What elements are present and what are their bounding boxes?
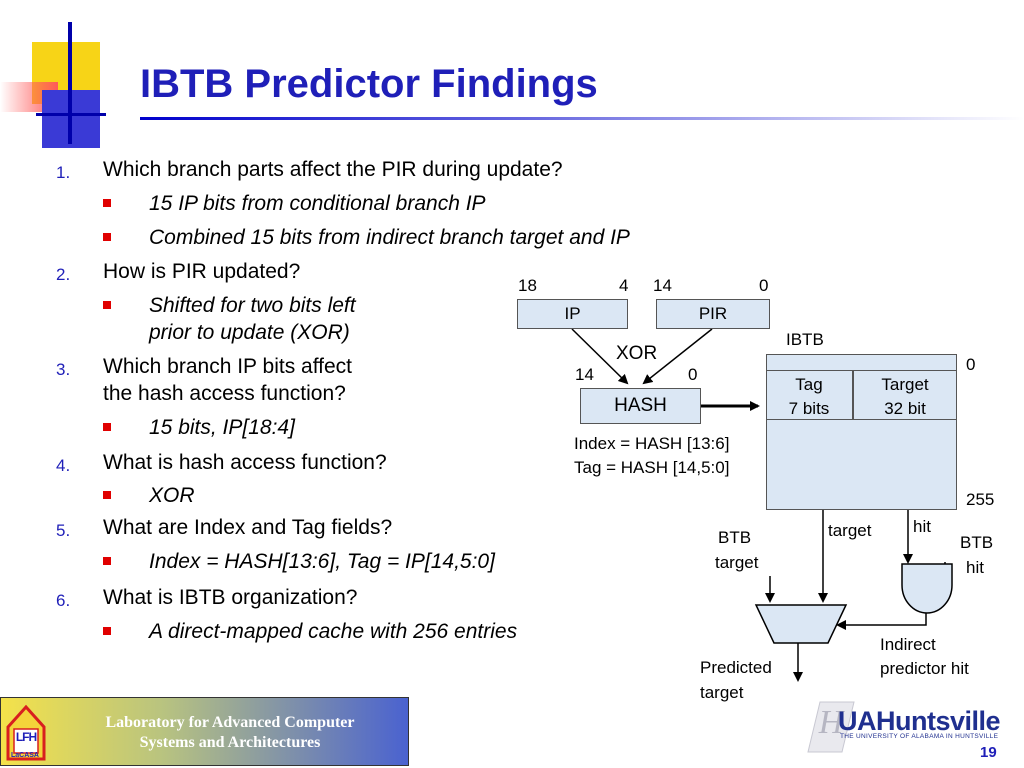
ibtb-table <box>766 354 957 510</box>
title-underline <box>140 117 1024 120</box>
uah-monogram-letter: H <box>818 704 844 741</box>
predicted-target-label-1: Predicted <box>700 658 772 677</box>
bullet-icon <box>103 423 111 431</box>
slide-title: IBTB Predictor Findings <box>140 62 598 106</box>
pir-to-hash-wire <box>642 328 713 385</box>
hash-bit-lo: 0 <box>688 365 698 384</box>
bullet-icon <box>103 557 111 565</box>
predicted-target-label-2: target <box>700 683 744 702</box>
hash-bit-hi: 14 <box>575 365 594 384</box>
item-2-bullet-1: Shifted for two bits left <box>149 294 356 317</box>
target-label: target <box>828 521 872 540</box>
indirect-hit-label-2: predictor hit <box>880 659 969 678</box>
ip-bit-hi: 18 <box>518 276 537 295</box>
lab-name-line-2: Systems and Architectures <box>139 734 321 751</box>
item-3-number: 3. <box>56 360 71 379</box>
item-6-text: What is IBTB organization? <box>103 586 358 609</box>
lab-name-line-1: Laboratory for Advanced Computer <box>105 714 355 731</box>
target-column-width: 32 bit <box>884 399 926 418</box>
and-gate-icon <box>901 563 953 614</box>
tag-column-width: 7 bits <box>788 399 830 418</box>
xor-label: XOR <box>616 343 658 364</box>
uah-logo-text: UAHuntsville <box>838 706 1001 736</box>
item-3-text-cont: the hash access function? <box>103 382 346 405</box>
uah-logo-subtitle: THE UNIVERSITY OF ALABAMA IN HUNTSVILLE <box>840 733 999 740</box>
item-1-text: Which branch parts affect the PIR during… <box>103 158 563 181</box>
lab-name: Laboratory for Advanced Computer Systems… <box>65 713 395 753</box>
bullet-icon <box>103 491 111 499</box>
indirect-hit-label-1: Indirect <box>880 635 936 654</box>
btb-hit-label-2: hit <box>966 558 984 577</box>
index-equation: Index = HASH [13:6] <box>574 434 730 453</box>
item-3-bullet-1: 15 bits, IP[18:4] <box>149 416 295 439</box>
ip-to-hash-wire <box>571 328 629 385</box>
tag-column-title: Tag <box>795 375 823 394</box>
lacasa-logo-text: LaCASA <box>10 752 39 759</box>
item-5-bullet-1: Index = HASH[13:6], Tag = IP[14,5:0] <box>149 550 495 573</box>
lacasa-logo-letters: LFH <box>15 730 37 744</box>
mux-icon <box>754 604 848 644</box>
item-6-number: 6. <box>56 591 71 610</box>
item-1-number: 1. <box>56 163 71 182</box>
bullet-icon <box>103 199 111 207</box>
lacasa-logo-icon <box>5 701 47 763</box>
btb-hit-label-1: BTB <box>960 533 994 552</box>
item-1-bullet-2: Combined 15 bits from indirect branch ta… <box>149 226 630 249</box>
item-4-number: 4. <box>56 456 71 475</box>
select-wire <box>836 613 927 630</box>
item-5-text: What are Index and Tag fields? <box>103 516 393 539</box>
item-2-number: 2. <box>56 265 71 284</box>
bullet-icon <box>103 233 111 241</box>
item-4-text: What is hash access function? <box>103 451 387 474</box>
item-5-number: 5. <box>56 521 71 540</box>
ibtb-column-divider <box>852 370 854 420</box>
item-6-bullet-1: A direct-mapped cache with 256 entries <box>149 620 518 643</box>
pir-bit-lo: 0 <box>759 276 769 295</box>
title-decoration <box>0 0 130 150</box>
bullet-icon <box>103 627 111 635</box>
tag-equation: Tag = HASH [14,5:0] <box>574 458 730 477</box>
bullet-icon <box>103 301 111 309</box>
item-1-bullet-1: 15 IP bits from conditional branch IP <box>149 192 486 215</box>
lab-footer-banner <box>0 697 409 766</box>
btb-target-label-1: BTB <box>718 528 752 547</box>
page-number: 19 <box>980 744 997 761</box>
item-4-bullet-1: XOR <box>149 484 195 507</box>
uah-monogram-icon <box>806 698 856 756</box>
item-2-text: How is PIR updated? <box>103 260 301 283</box>
ip-box: IP <box>517 299 628 329</box>
ibtb-row-first: 0 <box>966 355 976 374</box>
ibtb-label: IBTB <box>786 330 824 349</box>
item-2-bullet-1-cont: prior to update (XOR) <box>149 321 350 344</box>
pir-box: PIR <box>656 299 770 329</box>
item-3-text: Which branch IP bits affect <box>103 355 353 378</box>
target-column-title: Target <box>881 375 929 394</box>
hit-label: hit <box>913 517 931 536</box>
ibtb-entry-row <box>766 370 957 420</box>
pir-bit-hi: 14 <box>653 276 672 295</box>
ip-bit-lo: 4 <box>619 276 629 295</box>
ibtb-row-last: 255 <box>966 490 995 509</box>
hash-box: HASH <box>580 388 701 424</box>
btb-target-label-2: target <box>715 553 759 572</box>
